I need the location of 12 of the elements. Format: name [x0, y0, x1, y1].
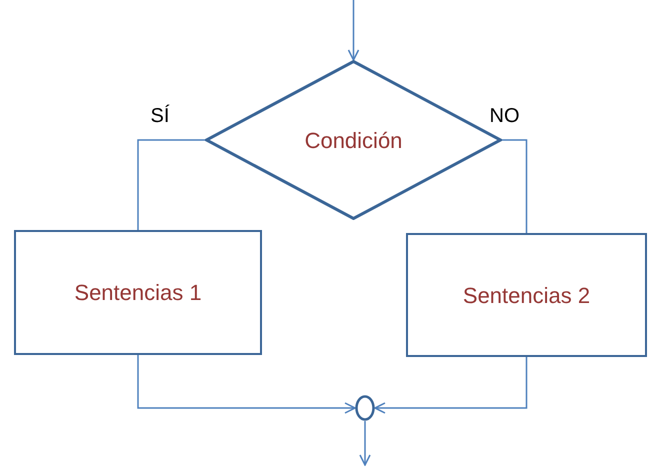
arrow	[374, 357, 528, 414]
connector-circle	[355, 395, 375, 421]
arrow	[348, 0, 360, 61]
process-box	[14, 230, 262, 355]
arrow	[137, 355, 356, 414]
process-box	[406, 233, 647, 357]
node-text: Condición	[304, 126, 402, 154]
node-text: Sentencias 2	[462, 282, 590, 310]
connector-line	[502, 139, 528, 233]
node-text: Sentencias 1	[74, 279, 202, 307]
connector-line	[137, 139, 205, 230]
arrow	[359, 421, 371, 466]
